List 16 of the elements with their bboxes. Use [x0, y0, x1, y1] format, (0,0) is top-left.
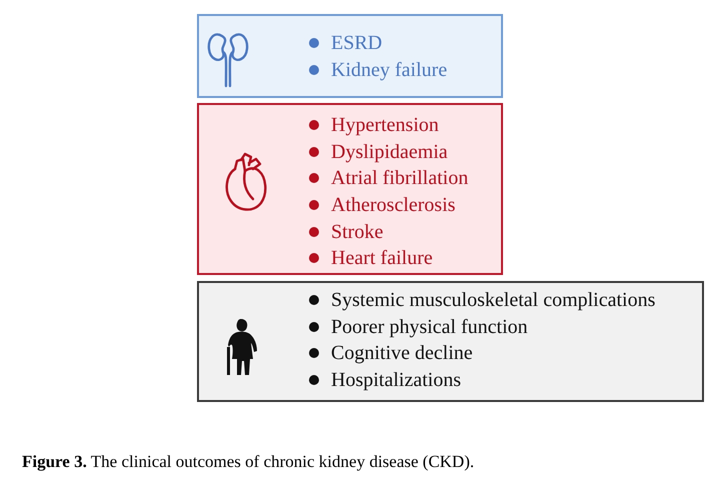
outcome-panel [197, 103, 503, 275]
outcome-panel [197, 14, 503, 98]
list-item: Atherosclerosis [331, 193, 456, 218]
list-item: Atrial fibrillation [331, 166, 468, 190]
figure-caption: Figure 3. The clinical outcomes of chronic kidney disease (CKD). [22, 452, 474, 472]
list-item: Hospitalizations [331, 368, 461, 392]
list-item: Heart failure [331, 246, 433, 270]
list-item: Stroke [331, 220, 384, 244]
list-item: Kidney failure [331, 58, 448, 82]
outcome-panel [197, 281, 704, 402]
list-item: ESRD [331, 31, 382, 56]
list-item: Systemic musculoskeletal complications [331, 288, 656, 312]
list-item: Cognitive decline [331, 341, 473, 366]
list-item: Hypertension [331, 113, 439, 138]
list-item: Poorer physical function [331, 314, 528, 339]
list-item: Dyslipidaemia [331, 140, 448, 164]
